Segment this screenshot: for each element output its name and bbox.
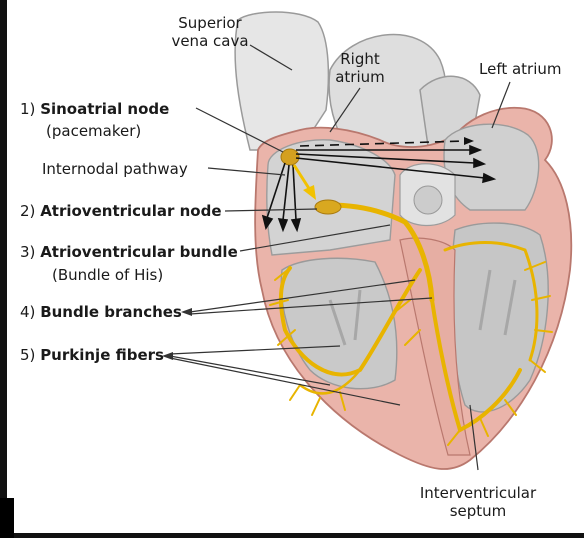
label-sa-node: 1) Sinoatrial node bbox=[20, 100, 169, 118]
label-superior-vena-cava: Superior vena cava bbox=[170, 14, 250, 50]
frame-corner-block bbox=[0, 498, 14, 538]
label-left-atrium: Left atrium bbox=[479, 60, 562, 78]
av-node bbox=[315, 200, 341, 214]
label-av-bundle-sub: (Bundle of His) bbox=[52, 266, 163, 284]
sa-node bbox=[281, 149, 299, 165]
label-av-bundle: 3) Atrioventricular bundle bbox=[20, 243, 238, 261]
label-sa-node-sub: (pacemaker) bbox=[46, 122, 141, 140]
frame-left-edge bbox=[0, 0, 7, 538]
label-purkinje-fibers: 5) Purkinje fibers bbox=[20, 346, 164, 364]
left-atrium-chamber bbox=[444, 124, 539, 210]
frame-bottom-edge bbox=[0, 533, 584, 538]
label-right-atrium: Right atrium bbox=[330, 50, 390, 86]
label-interventricular-septum: Interventricular septum bbox=[408, 484, 548, 520]
label-bundle-branches: 4) Bundle branches bbox=[20, 303, 182, 321]
label-av-node: 2) Atrioventricular node bbox=[20, 202, 222, 220]
label-internodal-pathway: Internodal pathway bbox=[42, 160, 188, 178]
